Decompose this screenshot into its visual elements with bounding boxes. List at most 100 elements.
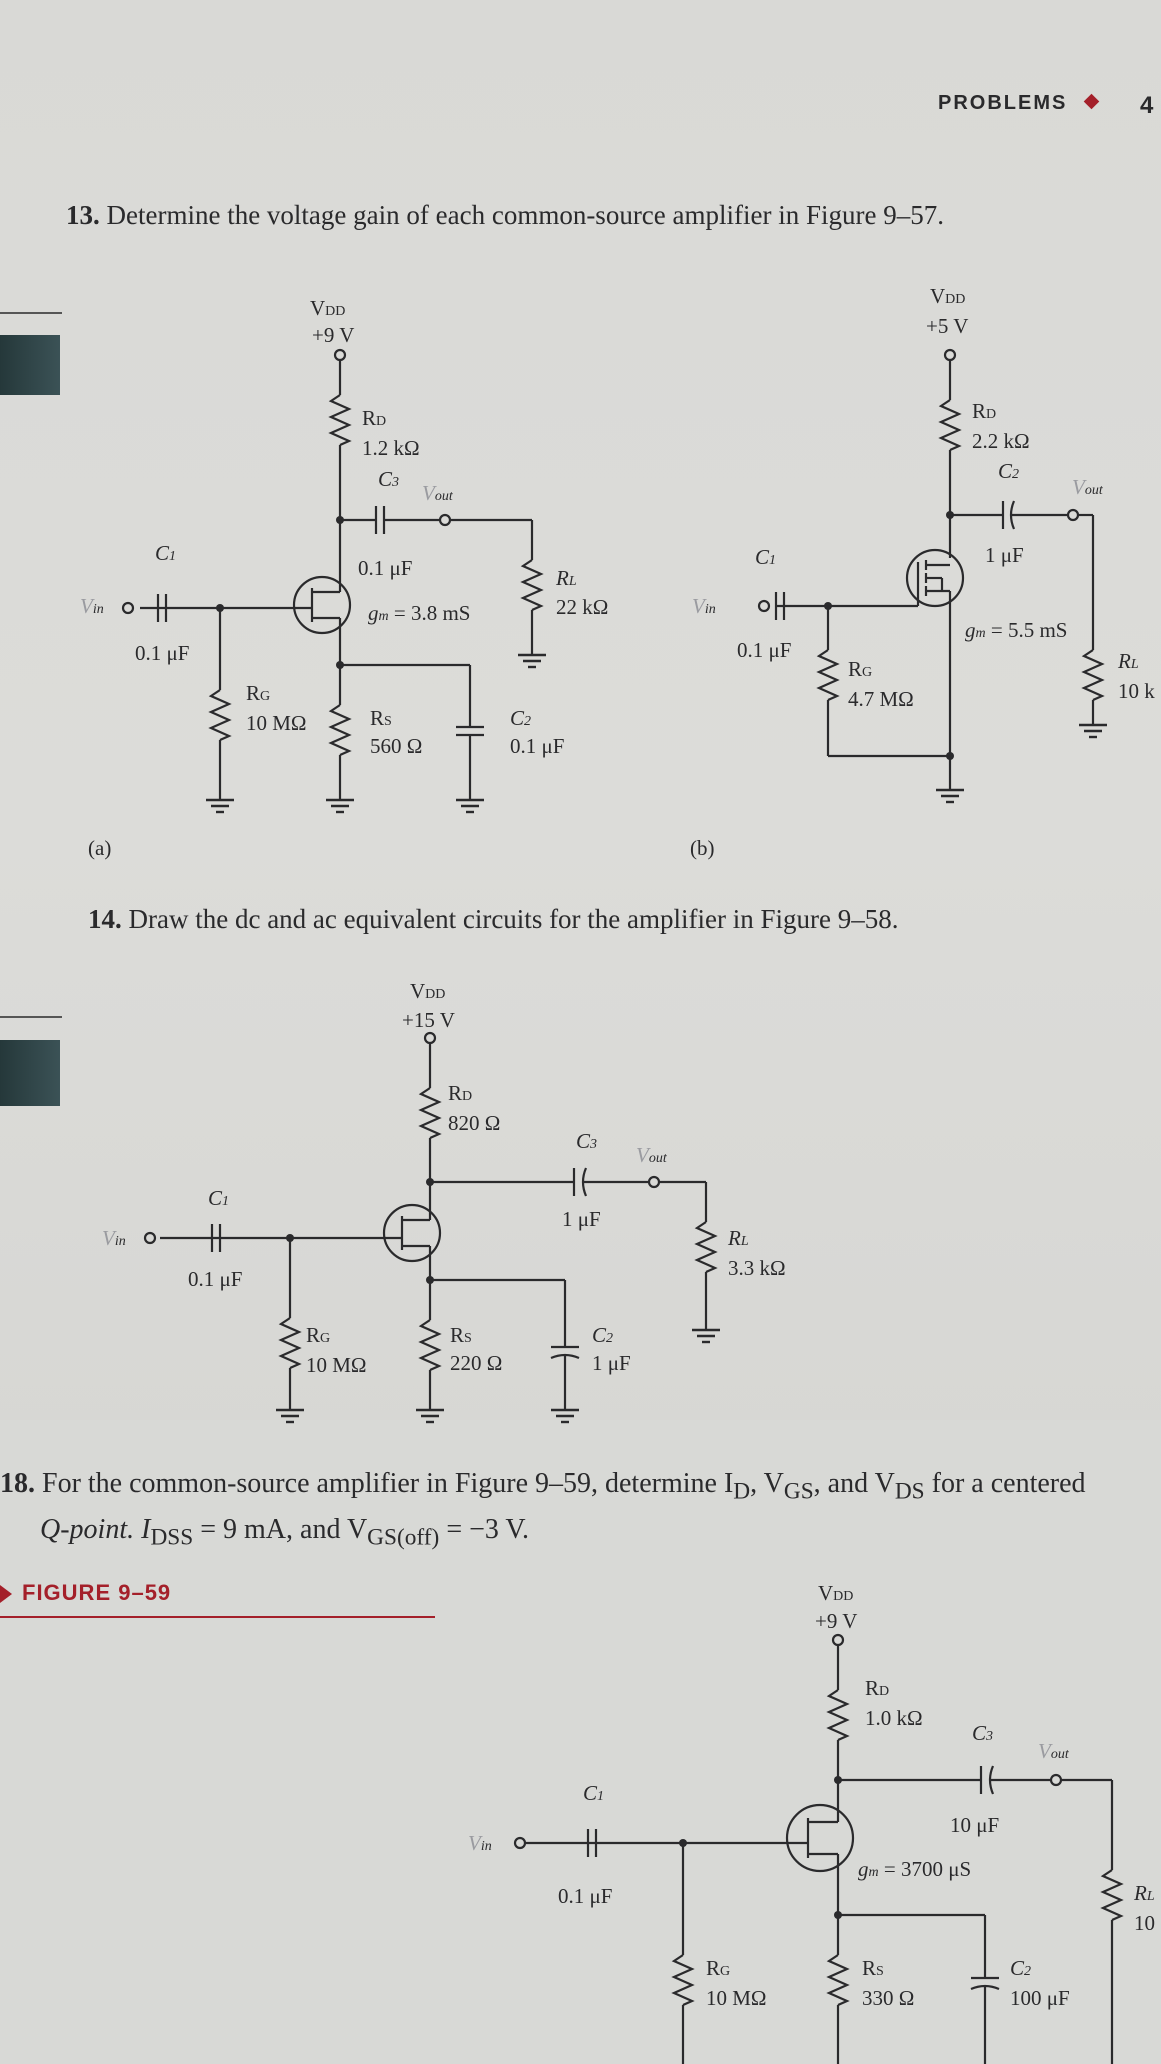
c58-vdd-label: VDD <box>410 979 445 1003</box>
p18-sub-e: GS(off) <box>367 1524 440 1551</box>
c59-rg-label: RG <box>706 1956 730 1980</box>
c59-rd-resistor <box>826 1689 850 1742</box>
a-rs-value: 560 Ω <box>370 734 422 758</box>
c59-rs-label: RS <box>862 1956 884 1980</box>
c58-vdd-value: +15 V <box>402 1008 455 1032</box>
c58-jfet <box>382 1203 442 1263</box>
c58-rd-label: RD <box>448 1081 472 1105</box>
c59-c3-value: 10 μF <box>950 1813 999 1837</box>
c59-rl-value: 10 <box>1134 1911 1155 1935</box>
problem-13-text: Determine the voltage gain of each commo… <box>106 200 944 230</box>
a-c3-label: C3 <box>378 467 399 491</box>
a-gm-label: gm = 3.8 mS <box>368 601 470 625</box>
c58-rg-resistor <box>278 1317 302 1370</box>
c58-rs-value: 220 Ω <box>450 1351 502 1375</box>
a-c2-value: 0.1 μF <box>510 734 564 758</box>
a-rl-label: RL <box>555 566 577 590</box>
c58-ground-icon <box>414 1408 446 1424</box>
b-rg-value: 4.7 MΩ <box>848 687 914 711</box>
a-c3-value: 0.1 μF <box>358 556 412 580</box>
c58-c1-label: C1 <box>208 1186 229 1210</box>
a-vout-terminal <box>438 513 452 527</box>
a-rd-value: 1.2 kΩ <box>362 436 420 460</box>
b-vout-terminal <box>1066 508 1080 522</box>
c58-c2-label: C2 <box>592 1323 613 1347</box>
circuit-59: VDD +9 V RD 1.0 kΩ C3 10 μF Vout C1 0.1 … <box>468 1581 1155 2064</box>
a-ground-icon <box>204 798 236 814</box>
c59-rs-resistor <box>826 1954 850 2007</box>
c58-rg-value: 10 MΩ <box>306 1353 367 1377</box>
b-node <box>946 752 954 760</box>
lower-page <box>0 1420 1161 2064</box>
a-rg-value: 10 MΩ <box>246 711 307 735</box>
a-rg-resistor <box>208 689 232 742</box>
c59-rg-resistor <box>671 1954 695 2007</box>
p18-text-c: , and V <box>813 1468 895 1499</box>
b-gm-label: gm = 5.5 mS <box>965 618 1067 642</box>
a-rd-label: RD <box>362 406 386 430</box>
b-c2-plate <box>1009 500 1016 530</box>
b-rl-label: RL <box>1117 649 1139 673</box>
problem-14: 14. Draw the dc and ac equivalent circui… <box>88 904 899 935</box>
c59-c1-label: C1 <box>583 1781 604 1805</box>
a-jfet <box>292 575 352 635</box>
a-rg-label: RG <box>246 681 270 705</box>
c58-rd-resistor <box>418 1087 442 1140</box>
margin-rule-2 <box>0 1016 62 1018</box>
b-vdd-value: +5 V <box>926 314 968 338</box>
c58-vout-terminal <box>647 1175 661 1189</box>
problem-18-number: 18. <box>0 1468 35 1499</box>
c59-rd-label: RD <box>865 1676 889 1700</box>
b-c2-label: C2 <box>998 459 1019 483</box>
a-c1-value: 0.1 μF <box>135 641 189 665</box>
b-vin-label: Vin <box>692 594 716 618</box>
p18-text-d: for a centered <box>924 1468 1086 1499</box>
b-rd-resistor <box>938 399 962 452</box>
c59-vout-label: Vout <box>1038 1739 1070 1763</box>
b-tag: (b) <box>690 836 715 860</box>
b-c2-value: 1 μF <box>985 543 1024 567</box>
a-tag: (a) <box>88 836 111 860</box>
p18-sub-b: GS <box>783 1478 814 1505</box>
circuit-a: VDD +9 V RD 1.2 kΩ C3 0.1 μF Vout C1 0.1… <box>80 296 608 860</box>
b-rg-label: RG <box>848 657 872 681</box>
b-vdd-terminal <box>943 348 957 362</box>
p18-text-e: Q-point. I <box>40 1514 151 1545</box>
c59-vdd-terminal <box>831 1633 845 1647</box>
c58-rs-resistor <box>418 1319 442 1372</box>
a-vin-label: Vin <box>80 594 104 618</box>
c58-vin-label: Vin <box>102 1226 126 1250</box>
b-c1-label: C1 <box>755 545 776 569</box>
margin-rule-1 <box>0 312 62 314</box>
c59-rl-resistor <box>1100 1869 1124 1922</box>
b-vdd-label: VDD <box>930 284 965 308</box>
c59-gm-label: gm = 3700 μS <box>858 1857 971 1881</box>
a-vout-label: Vout <box>422 481 454 505</box>
a-ground-icon <box>516 653 548 669</box>
c58-c3-value: 1 μF <box>562 1207 601 1231</box>
c59-c2-value: 100 μF <box>1010 1986 1070 2010</box>
p18-text-a: For the common-source amplifier in Figur… <box>42 1468 734 1499</box>
c59-c3-plate <box>988 1765 995 1795</box>
c58-rd-value: 820 Ω <box>448 1111 500 1135</box>
c59-jfet <box>785 1803 855 1873</box>
margin-tab-1 <box>0 335 60 395</box>
c59-vin-label: Vin <box>468 1831 492 1855</box>
a-c2-label: C2 <box>510 706 531 730</box>
c59-c1-value: 0.1 μF <box>558 1884 612 1908</box>
c58-rg-label: RG <box>306 1323 330 1347</box>
problem-14-number: 14. <box>88 904 122 934</box>
b-rd-value: 2.2 kΩ <box>972 429 1030 453</box>
a-ground-icon <box>454 798 486 814</box>
b-ground-icon <box>1077 723 1109 739</box>
b-mosfet <box>905 548 965 608</box>
c58-c1-value: 0.1 μF <box>188 1267 242 1291</box>
c58-vout-label: Vout <box>636 1143 668 1167</box>
circuit-58: VDD +15 V RD 820 Ω C3 1 μF Vout C1 0.1 μ… <box>102 979 786 1424</box>
a-ground-icon <box>324 798 356 814</box>
a-rl-value: 22 kΩ <box>556 595 608 619</box>
c59-c2-label: C2 <box>1010 1956 1031 1980</box>
margin-tab-2 <box>0 1040 60 1106</box>
problem-13: 13. Determine the voltage gain of each c… <box>66 200 944 231</box>
